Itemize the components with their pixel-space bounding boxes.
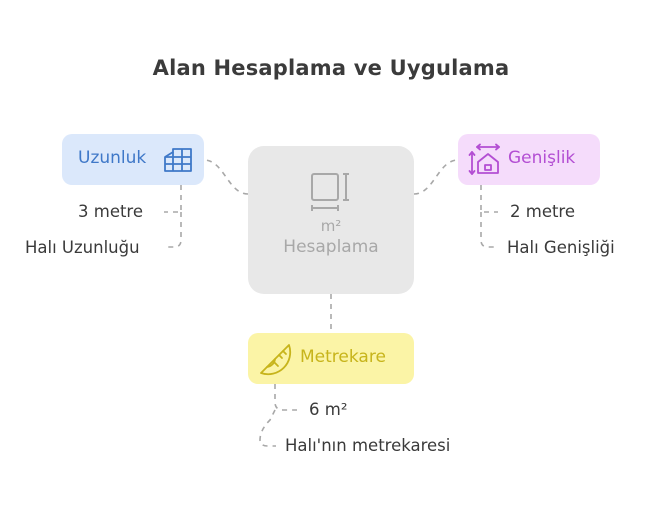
uzunluk-node: Uzunluk — [62, 134, 204, 185]
genislik-description: Halı Genişliği — [507, 238, 615, 257]
branch-uzunluk-2 — [164, 212, 182, 248]
branch-metrekare-1 — [274, 384, 297, 411]
center-unit: m² — [320, 217, 342, 235]
genislik-value: 2 metre — [510, 202, 576, 221]
building-grid-icon — [164, 148, 192, 172]
connector-genislik — [413, 159, 459, 195]
branch-genislik-2 — [480, 212, 498, 248]
center-label: Hesaplama — [283, 237, 379, 257]
uzunluk-label: Uzunluk — [78, 148, 147, 168]
genislik-label: Genişlik — [508, 148, 576, 168]
connector-uzunluk — [203, 159, 249, 195]
uzunluk-value: 3 metre — [78, 202, 144, 221]
uzunluk-description: Halı Uzunluğu — [25, 238, 140, 257]
diagram-title: Alan Hesaplama ve Uygulama — [152, 56, 510, 80]
protractor-icon — [260, 344, 292, 376]
center-node: m² Hesaplama — [248, 146, 414, 294]
metrekare-node: Metrekare — [248, 333, 414, 384]
house-width-icon — [468, 143, 500, 175]
metrekare-value: 6 m² — [309, 400, 348, 419]
branch-genislik-1 — [480, 185, 498, 213]
metrekare-description: Halı'nın metrekaresi — [285, 436, 451, 455]
branch-uzunluk-1 — [164, 185, 182, 213]
branch-metrekare-2 — [259, 409, 276, 447]
square-measure-icon — [311, 173, 349, 211]
genislik-node: Genişlik — [458, 134, 600, 185]
metrekare-label: Metrekare — [300, 347, 386, 367]
